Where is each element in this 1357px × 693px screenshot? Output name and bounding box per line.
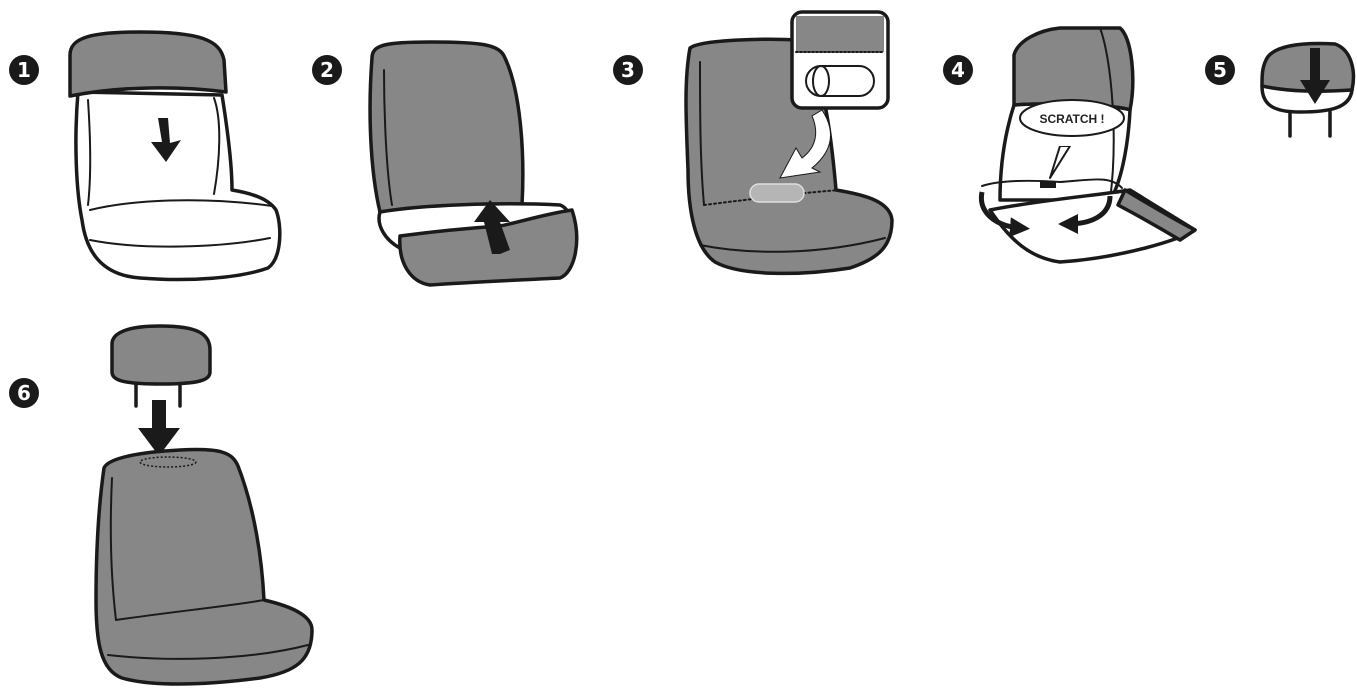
step-2: 2: [312, 42, 577, 285]
step-number-2: 2: [320, 58, 334, 82]
seat-6-body: [96, 450, 312, 684]
step-badge-2: 2: [312, 55, 342, 85]
step-badge-1: 1: [9, 55, 39, 85]
step-number-5: 5: [1213, 58, 1227, 82]
step-number-3: 3: [621, 58, 635, 82]
seat-2-backrest: [370, 42, 523, 212]
step-3: 3: [613, 12, 892, 273]
seat-4-backrest-top: [1014, 28, 1133, 110]
tube-closeup-icon: [806, 66, 874, 96]
step-number-6: 6: [17, 381, 31, 405]
step-badge-5: 5: [1205, 55, 1235, 85]
seat-3-illustration: [686, 12, 892, 273]
step-5: 5: [1205, 44, 1353, 136]
step-number-4: 4: [951, 58, 965, 82]
seat-1-body: [76, 92, 280, 280]
headrest-5-illustration: [1262, 44, 1353, 136]
seat-2-illustration: [370, 42, 577, 285]
inset-detail: [792, 12, 888, 108]
step-4: 4 SCRATCH !: [943, 28, 1195, 262]
seat-4-illustration: SCRATCH !: [981, 28, 1195, 262]
step-6: 6: [9, 326, 312, 684]
down-arrow-icon: [138, 400, 180, 456]
seat-6-illustration: [96, 326, 312, 684]
velcro-icon: [1040, 181, 1056, 188]
headrest-6: [112, 326, 210, 384]
step-badge-4: 4: [943, 55, 973, 85]
step-1: 1: [9, 32, 280, 280]
step-badge-6: 6: [9, 378, 39, 408]
step-badge-3: 3: [613, 55, 643, 85]
seat-1-illustration: [70, 32, 280, 280]
scratch-label: SCRATCH !: [1039, 112, 1104, 126]
step-number-1: 1: [17, 58, 31, 82]
tube-icon: [750, 184, 804, 202]
seat-1-cover-top: [70, 32, 226, 96]
